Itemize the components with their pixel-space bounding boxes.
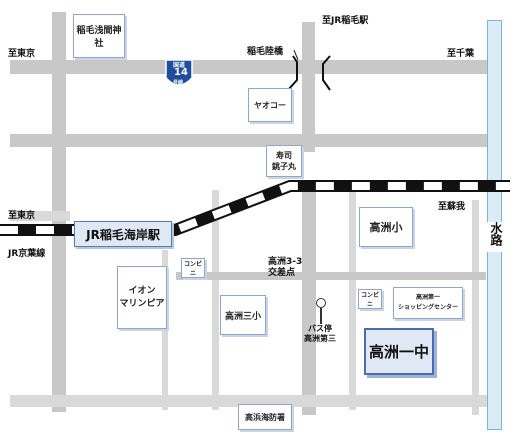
aeon-marinpia-label: イオン マリンピア — [119, 285, 165, 309]
takahama-levee-label: 高浜海防署 — [245, 412, 285, 422]
direction-top-left: 至東京 — [8, 49, 36, 59]
direction-left-mid: 至東京 — [8, 211, 36, 221]
road-sub-vertical-3 — [472, 200, 479, 415]
asama-shrine: 稲毛浅間神社 — [73, 14, 125, 58]
convenience-store-left-label: コンビニ — [183, 261, 202, 277]
road-sub-vertical-2 — [349, 190, 356, 410]
takasu-1-junior-high: 高洲一中 — [364, 328, 434, 375]
direction-right-mid: 至蘇我 — [438, 202, 466, 212]
bus-stop-label: バス停 高洲第三 — [304, 324, 336, 343]
takasu-1-junior-high-label: 高洲一中 — [368, 343, 429, 361]
takasu-elementary: 高洲小 — [359, 207, 413, 247]
bridge-leader-line — [293, 49, 299, 61]
bus-stop-icon — [316, 298, 326, 308]
inage-bridge-label: 稲毛陸橋 — [247, 47, 284, 57]
road-mid-horizontal — [10, 134, 490, 147]
inagekaigan-station-label: JR稲毛海岸駅 — [86, 227, 160, 242]
road-south-horizontal-3 — [10, 211, 70, 221]
road-north-vertical — [302, 22, 315, 152]
yaoko-store: ヤオコー — [248, 88, 292, 122]
takasu-shopping-center: 高洲第一 ショッピングセンター — [393, 287, 463, 319]
direction-left-jr: JR京葉線 — [8, 249, 46, 259]
water-label: 水路 — [486, 222, 504, 252]
takasu-3-elementary: 高洲三小 — [220, 295, 266, 335]
takasu-3-elementary-label: 高洲三小 — [224, 311, 261, 322]
inage-overpass-icon — [287, 55, 331, 91]
takasu-3-3-intersection: 高洲3-3 交差点 — [268, 257, 303, 278]
asama-shrine-label: 稲毛浅間神社 — [76, 26, 122, 49]
aeon-marinpia: イオン マリンピア — [117, 266, 167, 329]
takahama-levee: 高浜海防署 — [238, 404, 292, 430]
road-center-vertical — [302, 180, 316, 415]
inagekaigan-station: JR稲毛海岸駅 — [74, 221, 172, 247]
takasu-shopping-center-label: 高洲第一 ショッピングセンター — [397, 294, 458, 311]
sushi-choshimaru: 寿司 銚子丸 — [266, 145, 302, 177]
direction-top-right: 至千葉 — [447, 49, 475, 59]
sushi-choshimaru-label: 寿司 銚子丸 — [272, 151, 296, 171]
road-south-horizontal-2 — [10, 395, 490, 407]
road-sub-vertical-1 — [212, 190, 219, 410]
bus-stop-pole — [320, 308, 322, 324]
takasu-elementary-label: 高洲小 — [369, 221, 403, 234]
convenience-store-right: コンビニ — [358, 289, 382, 309]
route-shield-number: 14 — [174, 67, 188, 78]
convenience-store-right-label: コンビニ — [360, 292, 379, 308]
yaoko-store-label: ヤオコー — [254, 100, 286, 110]
convenience-store-left: コンビニ — [181, 258, 205, 278]
direction-top-center: 至JR稲毛駅 — [322, 16, 369, 26]
route-shield-bottom: 号線 — [173, 80, 184, 86]
road-south-horizontal-1 — [176, 272, 486, 280]
route-shield-top: 国道 — [173, 62, 186, 69]
route-14-shield-icon — [165, 59, 193, 86]
road-sub-vertical-4 — [162, 250, 168, 410]
water-label-text: 水路 — [489, 222, 503, 246]
road-top-horizontal — [10, 60, 490, 74]
